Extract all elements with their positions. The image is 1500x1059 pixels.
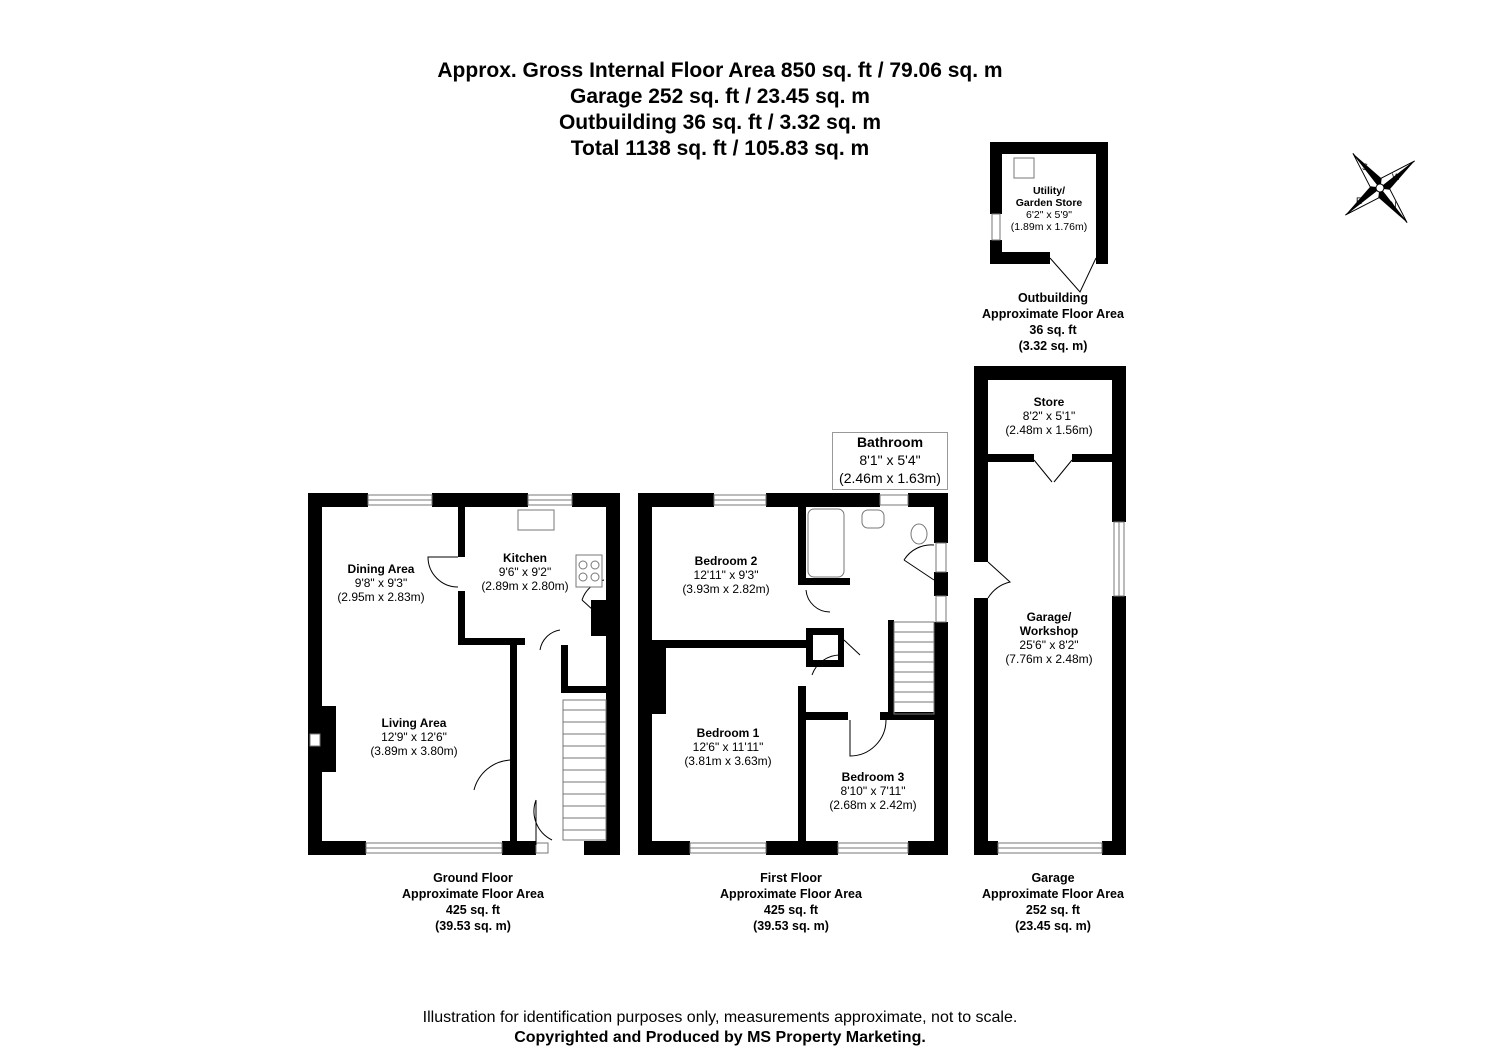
- outbuilding-area-caption: Outbuilding Approximate Floor Area 36 sq…: [982, 291, 1124, 353]
- basin: [861, 509, 885, 529]
- room-label-kitchen: Kitchen 9'6" x 9'2" (2.89m x 2.80m): [481, 551, 569, 593]
- first-floor-walls: [638, 493, 948, 855]
- floor-area-summary: Approx. Gross Internal Floor Area 850 sq…: [320, 58, 1120, 162]
- garage-area-line: Garage 252 sq. ft / 23.45 sq. m: [570, 85, 870, 108]
- window-glazing-lines: [366, 499, 1120, 849]
- gross-area-line: Approx. Gross Internal Floor Area 850 sq…: [437, 59, 1003, 82]
- compass-label-e: E: [1356, 196, 1363, 206]
- room-label-store: Store 8'2" x 5'1" (2.48m x 1.56m): [1005, 395, 1093, 437]
- garage-area-caption: Garage Approximate Floor Area 252 sq. ft…: [982, 871, 1124, 933]
- room-label-utility-garden-store: Utility/ Garden Store 6'2" x 5'9" (1.89m…: [1010, 185, 1088, 233]
- toilet: [910, 523, 928, 545]
- staircases: [562, 621, 935, 841]
- compass-label-s: S: [1362, 162, 1369, 172]
- footer: Illustration for identification purposes…: [250, 1008, 1190, 1048]
- garage-walls: [974, 366, 1126, 855]
- bath-tub: [807, 508, 845, 578]
- room-label-bedroom-3: Bedroom 3 8'10" x 7'11" (2.68m x 2.42m): [829, 770, 917, 812]
- compass-rose: [1345, 153, 1415, 223]
- total-area-line: Total 1138 sq. ft / 105.83 sq. m: [570, 137, 870, 160]
- hob: [575, 554, 603, 588]
- room-label-dining-area: Dining Area 9'8" x 9'3" (2.95m x 2.83m): [337, 562, 425, 604]
- room-label-bedroom-2: Bedroom 2 12'11" x 9'3" (3.93m x 2.82m): [682, 554, 770, 596]
- door-swings: [427, 257, 1097, 845]
- room-label-garage-workshop: Garage/ Workshop 25'6" x 8'2" (7.76m x 2…: [1005, 610, 1093, 666]
- compass-label-n: N: [1390, 200, 1397, 210]
- disclaimer-text: Illustration for identification purposes…: [422, 1009, 1018, 1026]
- room-label-bedroom-1: Bedroom 1 12'6" x 11'11" (3.81m x 3.63m): [684, 726, 772, 768]
- utility-fixture: [1013, 157, 1035, 179]
- outbuilding-walls: [990, 142, 1108, 264]
- copyright-text: Copyrighted and Produced by MS Property …: [514, 1029, 926, 1046]
- fixtures: [517, 157, 1035, 588]
- outbuilding-area-line: Outbuilding 36 sq. ft / 3.32 sq. m: [558, 111, 882, 134]
- kitchen-sink: [517, 509, 555, 531]
- ground-floor-area-caption: Ground Floor Approximate Floor Area 425 …: [402, 871, 544, 933]
- first-floor-area-caption: First Floor Approximate Floor Area 425 s…: [720, 871, 862, 933]
- compass-label-w: W: [1392, 172, 1401, 182]
- room-label-living-area: Living Area 12'9" x 12'6" (3.89m x 3.80m…: [370, 716, 458, 758]
- ground-floor-walls: [308, 493, 620, 855]
- room-label-bathroom: Bathroom 8'1" x 5'4" (2.46m x 1.63m): [832, 432, 948, 490]
